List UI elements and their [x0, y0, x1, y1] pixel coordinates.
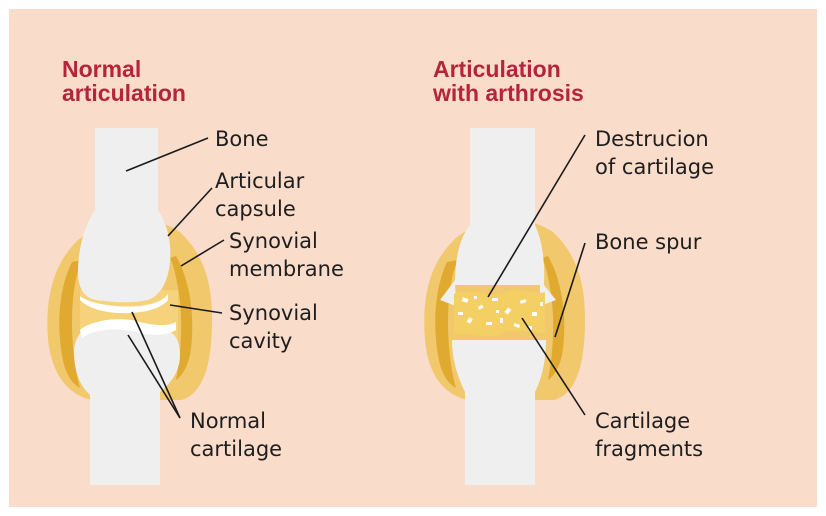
arthrosis-lower-bone [452, 340, 546, 485]
normal-joint-illustration [47, 128, 212, 485]
lower-bone [74, 322, 180, 485]
arthrosis-upper-bone [455, 128, 544, 285]
normal-title: Normal articulation [62, 56, 186, 106]
arthrosis-joint-illustration [424, 128, 585, 485]
upper-bone [78, 128, 170, 302]
label-bone: Bone [215, 127, 268, 151]
label-destruction-of-cartilage: Destrucion of cartilage [595, 127, 715, 179]
label-cartilage-fragments: Cartilage fragments [595, 409, 703, 461]
label-normal-cartilage: Normal cartilage [190, 409, 282, 461]
arthrosis-title: Articulation with arthrosis [432, 56, 584, 106]
label-synovial-cavity: Synovial cavity [229, 301, 325, 353]
label-bone-spur: Bone spur [595, 230, 702, 254]
label-articular-capsule: Articular capsule [215, 169, 311, 221]
label-synovial-membrane: Synovial membrane [229, 229, 344, 281]
capsule-leader [168, 188, 212, 236]
